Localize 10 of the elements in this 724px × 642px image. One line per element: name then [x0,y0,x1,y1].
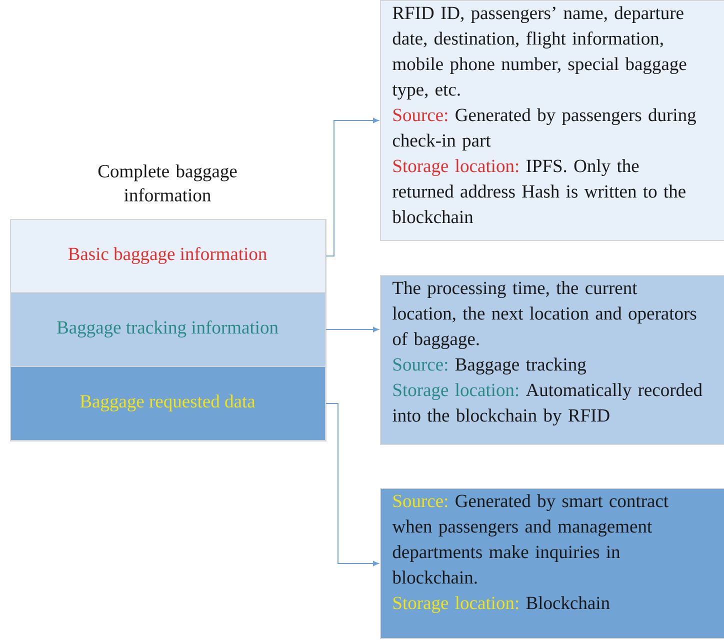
layer-box: Basic baggage information [10,219,326,293]
info-box: Source: Generated by smart contract when passengers and management departments make inquiries in blockchain. Storage location: Blockchain [380,488,724,639]
heading: Complete baggage information [98,164,237,202]
layer-box: Baggage requested data [10,366,326,441]
arrow [326,326,379,332]
arrow [326,118,379,256]
info-box: RFID ID, passengers’ name, departure date, destination, flight information, mobile phone number, special baggage type, etc. Source: Generated by passengers during check-in part Storage location: IPFS. Only the returned address Hash is written to the blockchain [380,0,724,241]
arrow [326,403,379,566]
info-box: The processing time, the current location, the next location and operators of baggage. Source: Baggage tracking Storage location: Automatically recorded into the blockchain by RFID [380,275,724,445]
layer-box: Baggage tracking information [10,292,326,367]
